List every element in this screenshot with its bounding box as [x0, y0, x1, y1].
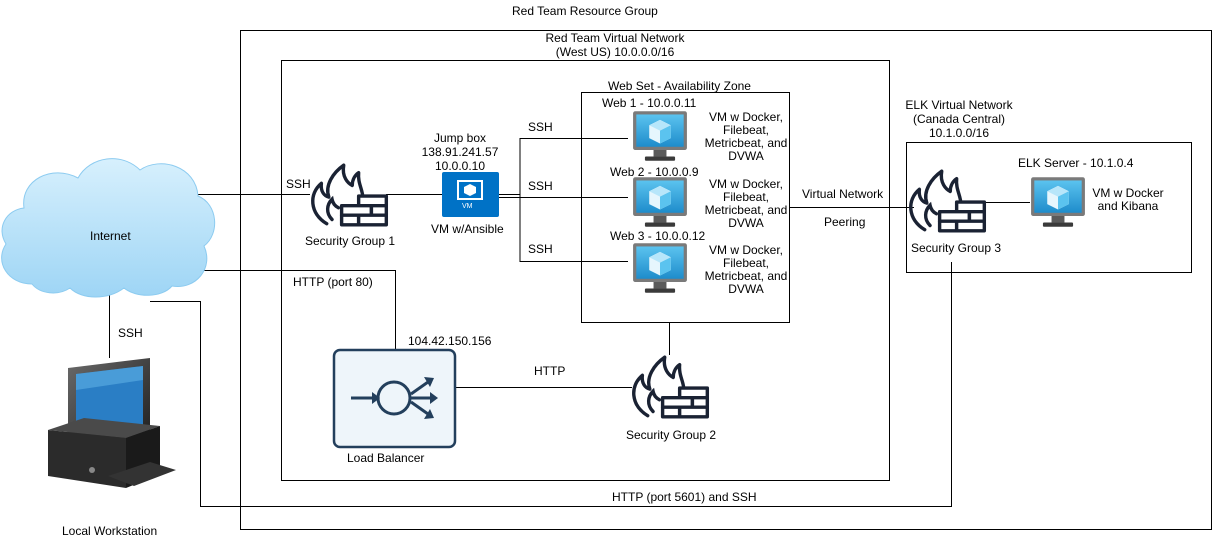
- firewall-icon: [311, 163, 389, 227]
- elk-vnet-title-line3: 10.1.0.0/16: [928, 126, 990, 140]
- virtual-machine-icon: [633, 111, 687, 161]
- edge-label-web1-ssh: SSH: [528, 120, 553, 134]
- security-group-2-label: Security Group 2: [626, 428, 717, 442]
- edge-jumpbox-web1: [499, 138, 628, 195]
- elk-server-name: ELK Server - 10.1.0.4: [1018, 156, 1134, 170]
- virtual-machine-icon: [633, 243, 687, 293]
- jump-box-line1: Jump box: [433, 131, 487, 145]
- web-3-name: Web 3 - 10.0.0.12: [610, 229, 706, 243]
- vnet-title-line1: Red Team Virtual Network: [545, 31, 685, 45]
- virtual-machine-icon: [633, 177, 687, 227]
- vm-icon: [442, 172, 499, 217]
- elk-vnet-title-line1: ELK Virtual Network: [905, 98, 1013, 112]
- edge-label-kibana: HTTP (port 5601) and SSH: [612, 490, 757, 504]
- connectors: [109, 138, 1030, 507]
- edge-kibana: [150, 262, 952, 507]
- load-balancer-label: Load Balancer: [347, 451, 425, 465]
- edge-label-http80: HTTP (port 80): [293, 275, 373, 289]
- edge-label-internet-ssh: SSH: [286, 177, 311, 191]
- web-1-desc: VM w Docker, Filebeat, Metricbeat, and D…: [704, 110, 788, 163]
- elk-server-desc: VM w Docker and Kibana: [1092, 186, 1164, 213]
- jump-box-caption: VM w/Ansible: [431, 222, 504, 236]
- edge-label-peering-2: Peering: [824, 215, 866, 229]
- elk-vnet-title-line2: (Canada Central): [912, 112, 1006, 126]
- edge-label-peering-1: Virtual Network: [802, 187, 884, 201]
- resource-group-title: Red Team Resource Group: [512, 4, 658, 18]
- firewall-icon: [632, 355, 710, 419]
- cloud-icon: [1, 158, 216, 298]
- firewall-icon: [909, 169, 987, 233]
- internet-label: Internet: [90, 229, 131, 243]
- security-group-3-label: Security Group 3: [911, 241, 1002, 255]
- load-balancer-icon: [332, 348, 457, 449]
- web-2-desc: VM w Docker, Filebeat, Metricbeat, and D…: [704, 177, 788, 230]
- security-group-1-label: Security Group 1: [305, 234, 396, 248]
- jump-box-label: Jump box 138.91.241.57 10.0.0.10: [410, 131, 510, 173]
- load-balancer-ip: 104.42.150.156: [408, 334, 492, 348]
- edge-jumpbox-web3: [519, 194, 628, 262]
- jump-box-line3: 10.0.0.10: [434, 159, 486, 173]
- edge-label-web3-ssh: SSH: [528, 242, 553, 256]
- workstation-label: Local Workstation: [62, 524, 158, 538]
- edge-label-web2-ssh: SSH: [528, 179, 553, 193]
- elk-vnet-title: ELK Virtual Network (Canada Central) 10.…: [884, 98, 1034, 140]
- computer-icon: [48, 358, 176, 488]
- web-1-name: Web 1 - 10.0.0.11: [602, 96, 697, 110]
- vnet-title-line2: (West US) 10.0.0.0/16: [555, 45, 675, 59]
- edge-internet-lb: [202, 270, 396, 350]
- web-set-title: Web Set - Availability Zone: [608, 79, 751, 93]
- vnet-title: Red Team Virtual Network (West US) 10.0.…: [520, 31, 710, 59]
- vm-badge: VM: [462, 203, 473, 210]
- virtual-machine-icon: [1031, 177, 1085, 227]
- web-3-desc: VM w Docker, Filebeat, Metricbeat, and D…: [704, 243, 788, 296]
- jump-box-line2: 138.91.241.57: [421, 145, 499, 159]
- edge-label-lb-http: HTTP: [534, 364, 566, 378]
- edge-label-workstation-ssh: SSH: [118, 326, 143, 340]
- web-2-name: Web 2 - 10.0.0.9: [610, 165, 699, 179]
